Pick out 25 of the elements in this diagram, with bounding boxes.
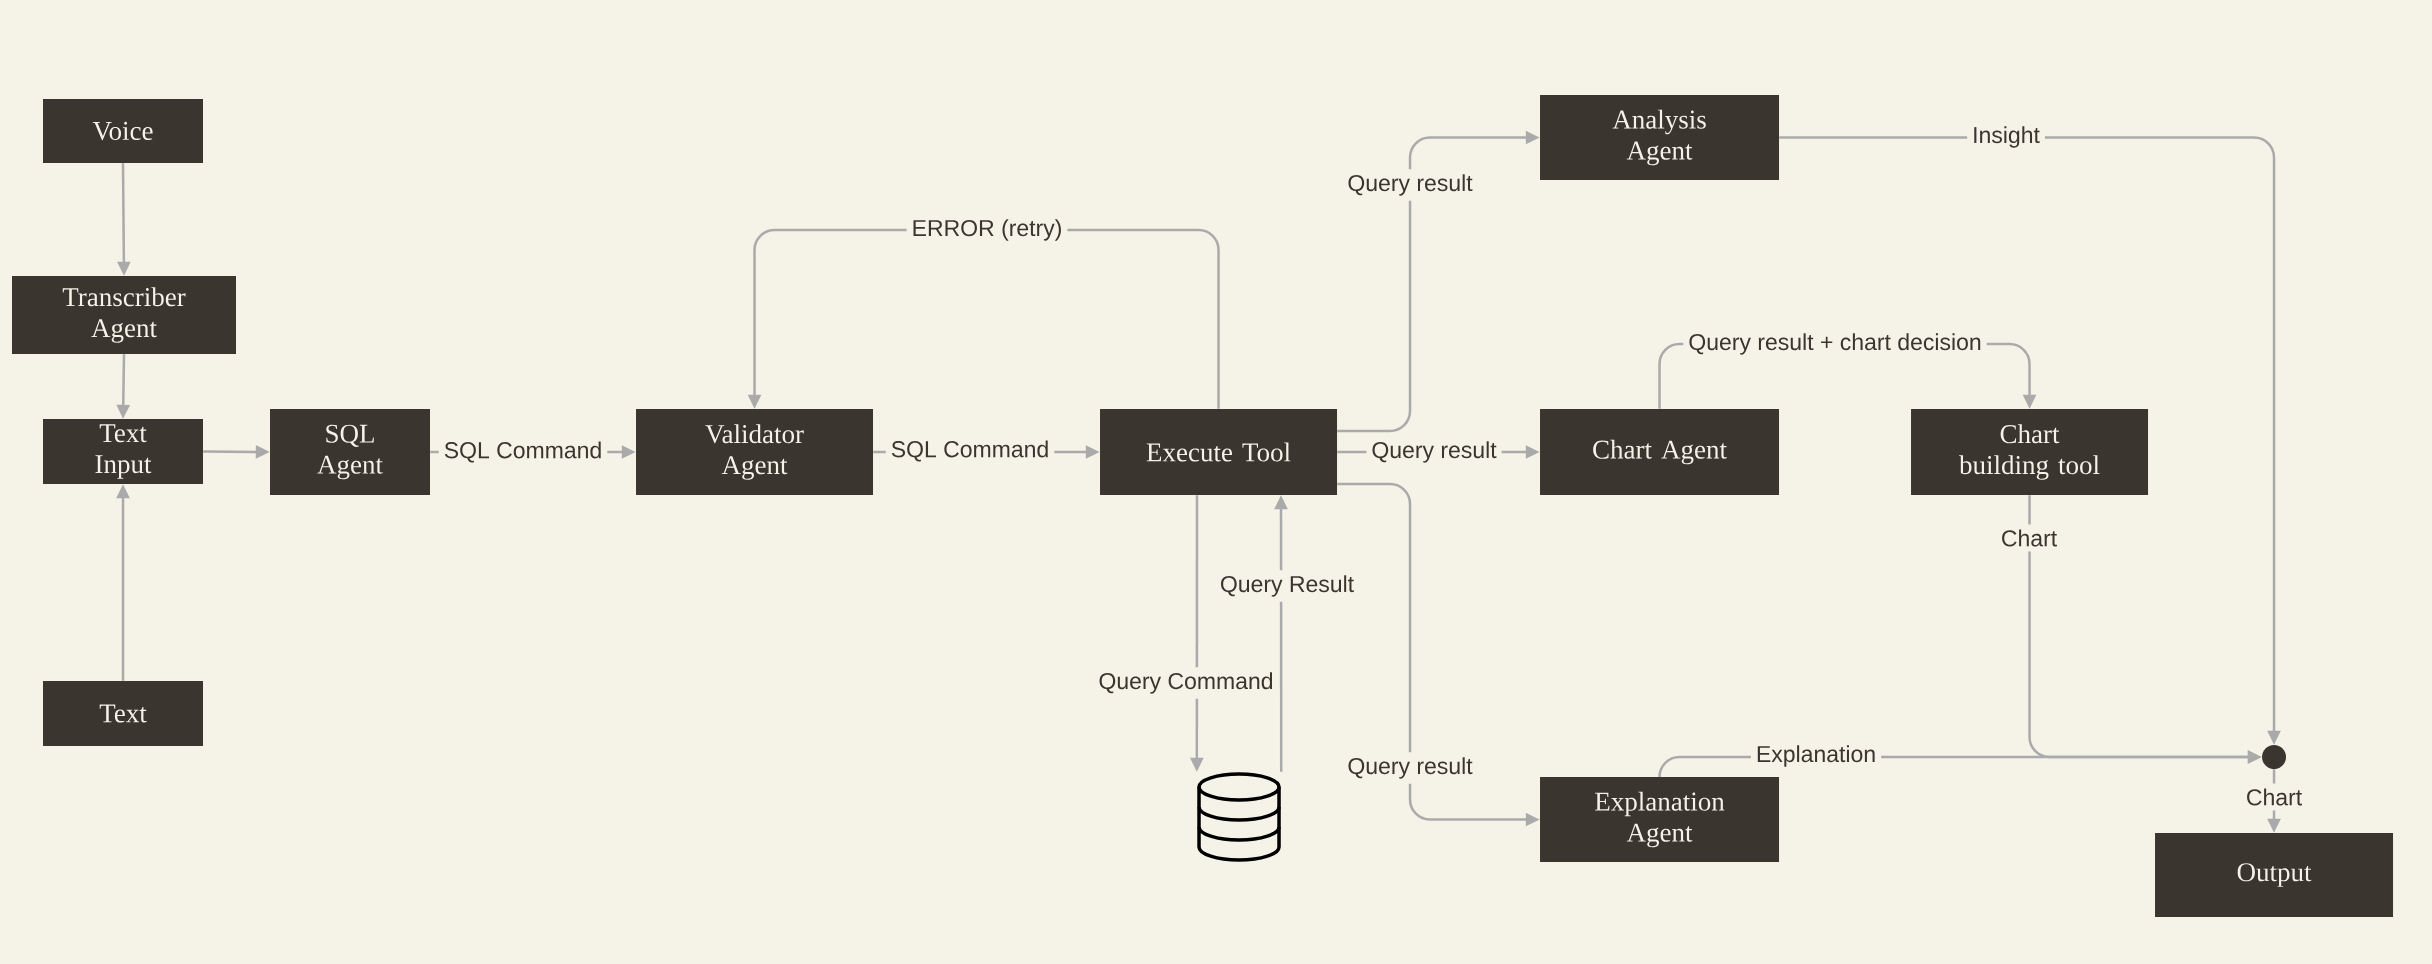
- process-box: Voice: [43, 99, 203, 163]
- junction-dot: [2262, 745, 2287, 769]
- process-box: Validator Agent: [636, 409, 873, 495]
- edge-label: Explanation: [1750, 740, 1882, 772]
- edge-label: Query result: [1342, 169, 1478, 201]
- database-icon: [1197, 772, 1281, 862]
- process-box: Transcriber Agent: [12, 276, 236, 354]
- process-box: Analysis Agent: [1540, 95, 1779, 180]
- process-box: Execute Tool: [1100, 409, 1337, 495]
- process-box: Text: [43, 681, 203, 746]
- process-box: Chart Agent: [1540, 409, 1779, 495]
- edge-label: Query Command: [1093, 667, 1279, 699]
- edge-label: Query Result: [1214, 570, 1360, 602]
- process-box: Text Input: [43, 419, 203, 484]
- process-box: Explanation Agent: [1540, 777, 1779, 862]
- process-box: SQL Agent: [270, 409, 430, 495]
- edge-label: Query result + chart decision: [1683, 328, 1987, 360]
- edge-label: SQL Command: [438, 436, 608, 468]
- edge-label: SQL Command: [885, 435, 1055, 467]
- edge-label: Query result: [1366, 436, 1502, 468]
- edge-label: Insight: [1967, 121, 2045, 153]
- process-box: Output: [2155, 833, 2394, 917]
- edge-label: ERROR (retry): [906, 214, 1068, 246]
- process-box: Chart building tool: [1911, 409, 2149, 495]
- edge-label: Query result: [1342, 752, 1478, 784]
